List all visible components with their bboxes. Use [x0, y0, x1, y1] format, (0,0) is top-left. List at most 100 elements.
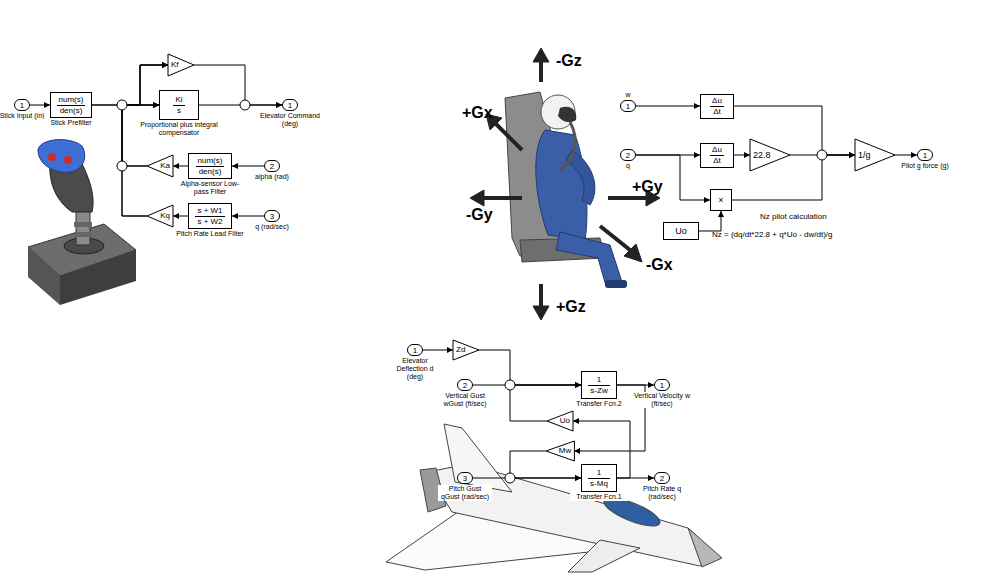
signal-line: [479, 350, 581, 385]
gain-triangle: Kq: [147, 205, 173, 227]
io-port: 2Vertical Gust wGust (ft/sec): [457, 379, 473, 391]
fraction: Kis: [173, 95, 184, 116]
gain-triangle: Zd: [453, 340, 479, 360]
signal-line: [473, 478, 581, 479]
gain-triangle: Ka: [147, 155, 173, 177]
joystick-part: [64, 156, 72, 164]
port-number: 2: [660, 474, 664, 483]
fraction: ΔuΔt: [710, 145, 724, 166]
gain-text: Mw: [559, 446, 571, 456]
fraction: ΔuΔt: [710, 96, 724, 117]
io-port: 3q (rad/sec): [264, 210, 280, 222]
g-force-arrows: [470, 48, 660, 320]
joystick-part: [74, 222, 92, 227]
block-caption: Proportional plus integral compensator: [138, 121, 220, 137]
block-text: Uo: [675, 226, 687, 237]
signal-line: [194, 65, 282, 105]
numerator: 1: [588, 375, 609, 385]
port-number: 1: [413, 346, 417, 355]
port-number: 2: [626, 151, 630, 160]
gain-triangle: 1/g: [855, 139, 895, 171]
block-caption: Pitch Gust qGust (rad/sec): [438, 485, 492, 501]
pilot-seat: [505, 92, 627, 288]
g-force-arrows-part: [600, 226, 630, 250]
joystick-part: [38, 140, 85, 173]
jet-aircraft: [386, 424, 722, 572]
port-number: 1: [660, 381, 664, 390]
io-port: 1w: [620, 100, 636, 112]
io-port: 3Pitch Gust qGust (rad/sec): [457, 472, 473, 484]
transfer-block: ×: [710, 189, 732, 211]
io-port: 1Vertical Velocity w (ft/sec): [654, 379, 670, 391]
io-port: 2alpha (rad): [264, 160, 280, 172]
g-force-arrows-part: [608, 196, 648, 200]
signal-line: [232, 216, 264, 217]
io-port: 1Elevator Deflection d (deg): [407, 344, 423, 356]
numerator: Δu: [710, 145, 724, 155]
gain-text: Kf: [171, 60, 179, 70]
triangle-shape: [453, 340, 479, 360]
g-axis-label: +Gx: [462, 104, 493, 122]
joystick: [28, 140, 136, 305]
numerator: Δu: [710, 96, 724, 106]
g-force-arrows-part: [533, 48, 549, 62]
triangle-shape: [855, 139, 895, 171]
fraction: 1s-Zw: [588, 375, 609, 396]
gain-text: Zd: [456, 345, 465, 355]
numerator: num(s): [57, 95, 86, 105]
gain-text: 1/g: [858, 150, 871, 160]
triangle-shape: [147, 155, 173, 177]
note-text: Nz = (dq/dt*22.8 + q*Uo - dw/dt)/g: [712, 230, 833, 240]
transfer-block: KisProportional plus integral compensato…: [159, 90, 199, 120]
sum-junction-part: [240, 100, 250, 110]
io-port: 1Stick Input (in): [14, 99, 30, 111]
signal-line: [30, 105, 50, 106]
port-number: 1: [288, 101, 292, 110]
denominator: s + W2: [195, 216, 224, 227]
signal-line: [173, 166, 188, 167]
gain-triangle: Kf: [168, 54, 194, 76]
g-axis-label: +Gz: [556, 298, 586, 316]
fraction: num(s)den(s): [196, 156, 225, 177]
signal-line: [173, 216, 188, 217]
io-port: 1Pilot g force (g): [917, 149, 933, 161]
sum-junction-part: [117, 100, 127, 110]
port-number: 1: [20, 101, 24, 110]
signal-line: [636, 106, 700, 107]
sum-junction-part: [505, 473, 515, 483]
g-force-arrows-part: [470, 190, 484, 206]
signal-line: [895, 155, 917, 156]
io-port: 1Elevator Command (deg): [282, 99, 298, 111]
gain-triangle: Uo: [547, 411, 573, 431]
fraction: 1s-Mq: [588, 468, 610, 489]
jet-aircraft-part: [444, 424, 512, 492]
block-caption: Alpha-sensor Low-pass Filter: [173, 180, 247, 196]
numerator: num(s): [196, 156, 225, 166]
g-force-arrows-part: [482, 196, 522, 200]
block-caption: Transfer Fcn.1: [570, 493, 628, 501]
pilot-seat-part: [536, 130, 587, 240]
transfer-block: ΔuΔt: [700, 143, 734, 168]
numerator: s + W1: [195, 206, 224, 216]
sum-junction: [117, 100, 827, 483]
transfer-block: num(s)den(s)Alpha-sensor Low-pass Filter: [188, 153, 232, 179]
block-caption: Vertical Velocity w (ft/sec): [632, 392, 692, 408]
g-force-arrows-part: [539, 60, 543, 82]
block-caption: Vertical Gust wGust (ft/sec): [438, 392, 492, 408]
signal-line: [617, 478, 654, 479]
jet-aircraft-part: [568, 540, 640, 572]
jet-aircraft-part: [428, 464, 716, 566]
gain-text: Ka: [160, 161, 170, 171]
gain-triangle: 22.8: [750, 139, 790, 171]
gain-text: 22.8: [753, 150, 771, 160]
block-caption: Elevator Command (deg): [259, 112, 321, 128]
transfer-block: 1s-MqTransfer Fcn.1: [581, 464, 617, 492]
g-axis-label: +Gy: [632, 178, 663, 196]
io-port: 2Pitch Rate q (rad/sec): [654, 472, 670, 484]
block-caption: q (rad/sec): [246, 223, 298, 231]
denominator: s-Zw: [588, 385, 609, 396]
